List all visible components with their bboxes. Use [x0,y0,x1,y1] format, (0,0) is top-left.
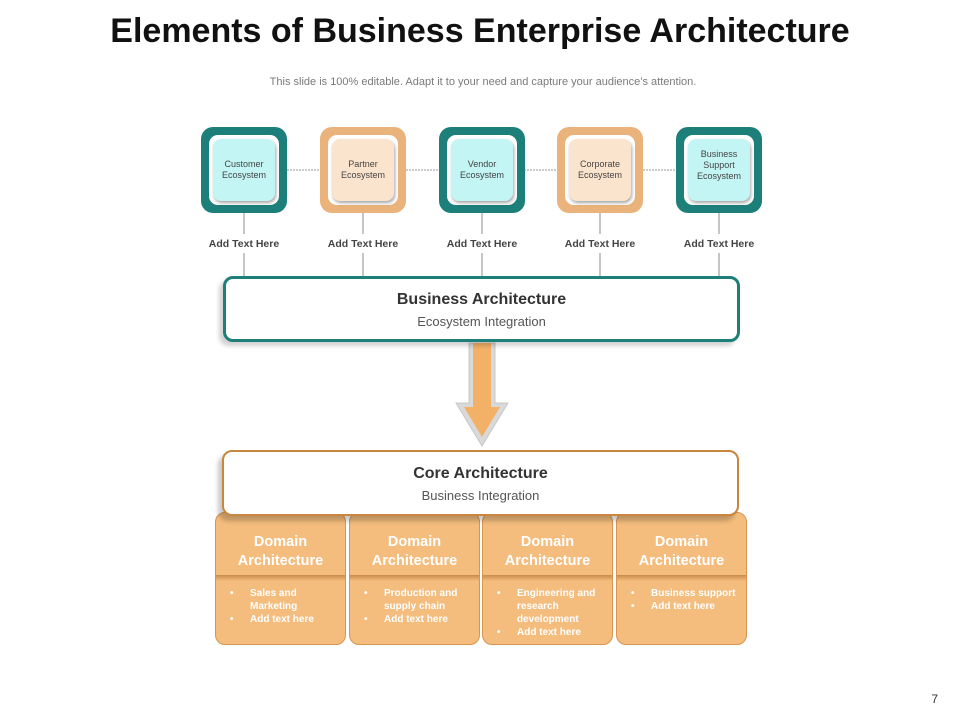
ecosystem-placeholder-text: Add Text Here [208,238,280,250]
ecosystem-label: Corporate Ecosystem [569,139,631,201]
domain-bullet-list: Engineering and research development Add… [497,587,607,639]
slide-subtitle: This slide is 100% editable. Adapt it to… [269,76,697,88]
domain-architecture-column: Domain Architecture Business support Add… [616,512,747,645]
core-architecture-title: Core Architecture [413,465,548,482]
domain-bullet: Add text here [230,613,340,626]
domain-architecture-column: Domain Architecture Engineering and rese… [482,512,613,645]
domain-bullet: Add text here [364,613,474,626]
business-architecture-box: Business Architecture Ecosystem Integrat… [223,276,740,342]
domain-bullet-list: Sales and Marketing Add text here [230,587,340,626]
domain-divider [216,575,345,581]
ecosystem-tile-partner: Partner Ecosystem [320,127,406,213]
ecosystem-tile-vendor: Vendor Ecosystem [439,127,525,213]
domain-title: Domain Architecture [371,534,458,569]
domain-bullet: Add text here [497,626,607,639]
slide-title: Elements of Business Enterprise Architec… [110,12,850,50]
ecosystem-placeholder-text: Add Text Here [446,238,518,250]
ecosystem-tile-business-support: Business Support Ecosystem [676,127,762,213]
ecosystem-label: Partner Ecosystem [332,139,394,201]
ecosystem-tile-corporate: Corporate Ecosystem [557,127,643,213]
ecosystem-label: Business Support Ecosystem [688,139,750,201]
domain-title: Domain Architecture [638,534,725,569]
business-architecture-title: Business Architecture [396,291,567,308]
domain-bullet: Engineering and research development [497,587,607,626]
domain-bullet-list: Business support Add text here [631,587,741,613]
domain-divider [617,575,746,581]
domain-architecture-column: Domain Architecture Sales and Marketing … [215,512,346,645]
domain-bullet: Add text here [631,600,741,613]
ecosystem-placeholder-text: Add Text Here [564,238,636,250]
core-architecture-subtitle: Business Integration [421,488,540,503]
ecosystem-label: Vendor Ecosystem [451,139,513,201]
down-arrow-icon [455,342,509,447]
page-number: 7 [931,692,938,706]
domain-divider [350,575,479,581]
domain-title: Domain Architecture [237,534,324,569]
ecosystem-placeholder-text: Add Text Here [683,238,755,250]
domain-bullet: Sales and Marketing [230,587,340,613]
domain-divider [483,575,612,581]
ecosystem-tile-customer: Customer Ecosystem [201,127,287,213]
core-architecture-box: Core Architecture Business Integration [222,450,739,516]
domain-bullet-list: Production and supply chain Add text her… [364,587,474,626]
ecosystem-placeholder-text: Add Text Here [327,238,399,250]
domain-bullet: Production and supply chain [364,587,474,613]
domain-bullet: Business support [631,587,741,600]
ecosystem-label: Customer Ecosystem [213,139,275,201]
business-architecture-subtitle: Ecosystem Integration [417,314,546,329]
domain-architecture-column: Domain Architecture Production and suppl… [349,512,480,645]
domain-title: Domain Architecture [504,534,591,569]
